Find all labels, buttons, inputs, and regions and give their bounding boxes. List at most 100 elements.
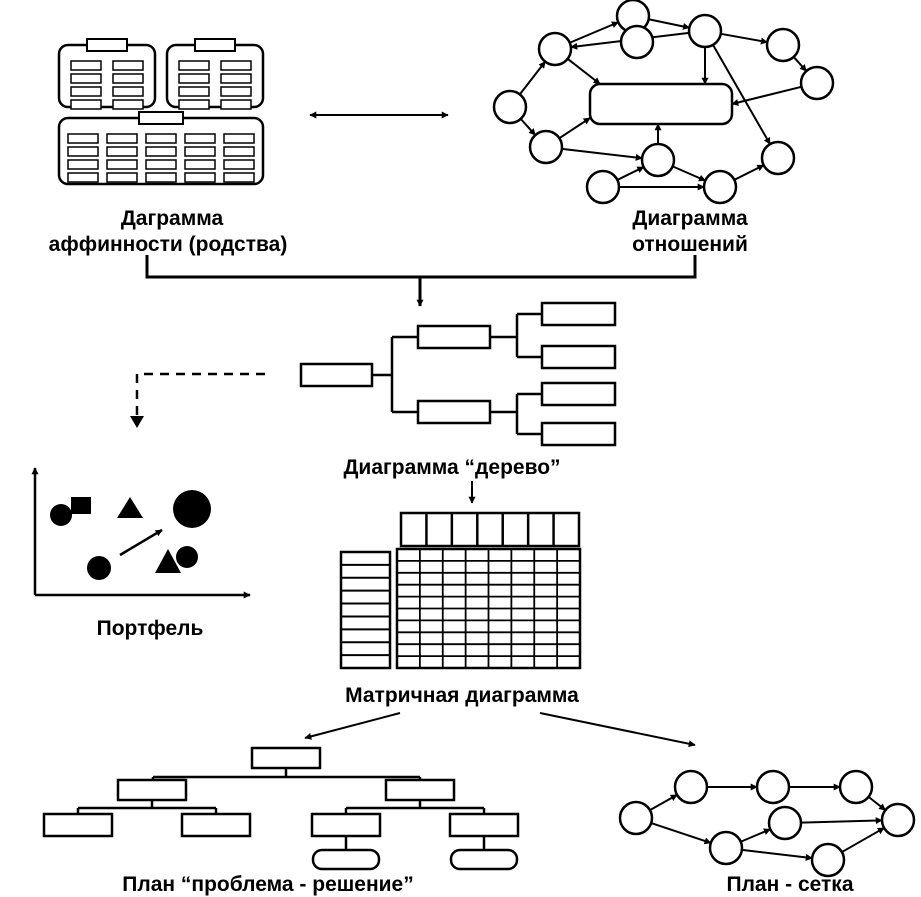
matrix-row-header (339, 550, 392, 670)
relations-node (619, 24, 655, 60)
matrix-column-header (399, 511, 581, 548)
relations-edge-arrow (712, 44, 771, 145)
affinity-card-tab (86, 38, 128, 52)
relations-node (585, 169, 621, 205)
tree-leaf-box (540, 381, 617, 407)
affinity-note (223, 146, 255, 157)
relations-edge-arrow (561, 147, 643, 161)
merge-connector (145, 255, 697, 307)
affinity-note (106, 172, 138, 183)
relations-node (492, 89, 528, 125)
tree-leaf-box (540, 344, 617, 370)
affinity-note (67, 159, 99, 170)
tree-leaf-box (540, 301, 617, 327)
network-edge-arrow (740, 828, 771, 843)
plan-leaf-box (180, 812, 252, 838)
plan-leaf-box (42, 812, 114, 838)
affinity-note (223, 159, 255, 170)
portfolio-dot (176, 546, 198, 568)
network-plan-label: План - сетка (726, 873, 853, 896)
relations-node (799, 65, 835, 101)
affinity-label-line1: Дагрaмма (121, 207, 224, 230)
tree-diagram-icon (299, 301, 617, 447)
portfolio-trend-arrow (119, 528, 163, 557)
affinity-note (106, 159, 138, 170)
affinity-note (145, 146, 177, 157)
relations-edge-arrow (519, 61, 546, 95)
portfolio-dot (87, 556, 111, 580)
affinity-diagram-icon (57, 38, 265, 186)
relations-diagram-icon (492, 0, 835, 205)
network-edge-arrow (867, 796, 887, 811)
relations-node (687, 13, 723, 49)
relations-node (640, 142, 676, 178)
plan-level2-box (384, 778, 456, 802)
tree-root-box (299, 362, 374, 388)
affinity-note (70, 60, 102, 71)
affinity-note (184, 146, 216, 157)
relations-edge-arrow (558, 117, 591, 140)
affinity-note (145, 133, 177, 144)
relations-edge-arrow (569, 21, 619, 44)
network-plan-icon (618, 769, 916, 878)
plan-leaf-box (448, 812, 520, 838)
affinity-note (112, 86, 144, 97)
affinity-note (145, 172, 177, 183)
relations-edge-arrow (733, 164, 765, 181)
network-node (673, 769, 709, 805)
arrow-matrix-to-problem-plan (304, 712, 401, 740)
tree-level2-box (416, 399, 492, 425)
problem-solution-plan-icon (42, 746, 520, 871)
affinity-note (220, 86, 252, 97)
problem-solution-plan-label: План “проблема - решение” (122, 873, 413, 896)
network-node (708, 830, 744, 866)
portfolio-square (71, 497, 91, 514)
portfolio-dot (50, 504, 72, 526)
relations-node (765, 27, 801, 63)
affinity-note (178, 86, 210, 97)
affinity-note (145, 159, 177, 170)
affinity-note (106, 133, 138, 144)
network-node (767, 805, 803, 841)
affinity-note (106, 146, 138, 157)
plan-root-box (250, 746, 322, 770)
affinity-note (70, 73, 102, 84)
relations-edge-arrow (720, 32, 768, 45)
affinity-note (220, 60, 252, 71)
affinity-note (184, 172, 216, 183)
network-edge-arrow (841, 827, 885, 853)
affinity-note (70, 99, 102, 110)
relations-edge-arrow (519, 118, 537, 136)
plan-outcome-box (311, 848, 381, 871)
relations-edge-arrow (567, 58, 601, 85)
network-node (618, 800, 654, 836)
relations-edge-arrow (672, 165, 706, 182)
affinity-note (220, 99, 252, 110)
affinity-note (184, 159, 216, 170)
affinity-note (67, 172, 99, 183)
portfolio-label: Портфель (97, 617, 204, 640)
arrow-matrix-to-network-plan (539, 712, 696, 748)
relations-node (537, 31, 573, 67)
relations-node (528, 129, 564, 165)
network-node (838, 769, 874, 805)
affinity-note (178, 73, 210, 84)
relations-edge-arrow (616, 166, 645, 181)
network-node (810, 842, 846, 878)
affinity-note (112, 99, 144, 110)
relations-edge-arrow (731, 85, 802, 106)
network-node (880, 802, 916, 838)
affinity-note (67, 133, 99, 144)
affinity-note (220, 73, 252, 84)
tree-leaf-box (540, 421, 617, 447)
matrix-label: Матричная диаграмма (345, 684, 579, 707)
relations-label-line1: Диаграмма (632, 207, 748, 230)
affinity-note (112, 73, 144, 84)
portfolio-dot-large (173, 490, 211, 528)
tree-label: Диаграмма “дерево” (343, 456, 560, 479)
tree-level2-box (416, 324, 492, 350)
relations-node (760, 140, 796, 176)
network-edge-arrow (800, 817, 883, 825)
affinity-note (70, 86, 102, 97)
